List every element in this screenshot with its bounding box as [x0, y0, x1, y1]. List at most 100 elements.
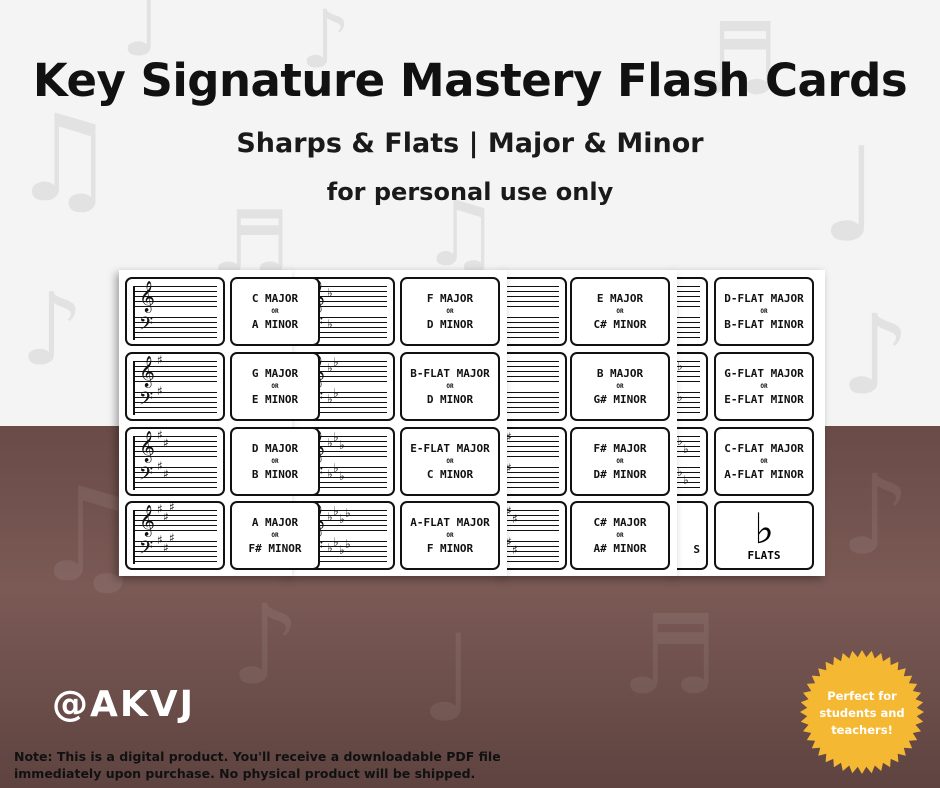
staff-line	[133, 306, 217, 307]
music-note-icon: ♩	[420, 610, 477, 749]
staff-line	[133, 436, 217, 437]
major-key-label: G-FLAT MAJOR	[724, 367, 804, 380]
or-connector: OR	[271, 308, 279, 315]
major-key-label: F# MAJOR	[593, 442, 647, 455]
staff-line	[303, 407, 387, 408]
staff-line	[303, 487, 387, 488]
minor-key-label: C# MINOR	[593, 318, 647, 331]
music-note-icon: ♪	[300, 0, 352, 86]
sharp-icon: ♯	[512, 512, 518, 526]
brand-handle: @AKVJ	[52, 684, 196, 725]
major-key-label: D MAJOR	[251, 442, 299, 455]
flat-icon: ♭	[327, 361, 333, 375]
staff-line	[133, 327, 217, 328]
music-note-icon: ♪	[840, 291, 911, 419]
staff-line	[133, 376, 217, 377]
treble-clef-icon: 𝄞	[139, 505, 155, 536]
or-connector: OR	[616, 383, 624, 390]
flat-icon: ♭	[327, 541, 333, 555]
flat-icon: ♭	[327, 392, 333, 406]
or-connector: OR	[271, 458, 279, 465]
flat-icon: ♭	[327, 467, 333, 481]
music-note-icon: ♩	[820, 119, 882, 271]
sharp-icon: ♯	[163, 436, 169, 450]
minor-key-label: F# MINOR	[248, 542, 302, 555]
staff-line	[133, 317, 217, 318]
music-note-icon: ♪	[230, 581, 301, 709]
staff-line	[133, 472, 217, 473]
staff-line	[133, 296, 217, 297]
staff-line	[303, 322, 387, 323]
flat-icon: ♭	[327, 510, 333, 524]
partial-card-label: S	[693, 543, 700, 556]
flat-icon: ♭	[327, 436, 333, 450]
staff-line	[133, 397, 217, 398]
treble-clef-icon: 𝄞	[139, 281, 155, 312]
bass-clef-icon: 𝄢	[139, 464, 154, 489]
staff-line	[303, 286, 387, 287]
staff-line	[133, 291, 217, 292]
staff-line	[303, 556, 387, 557]
bass-clef-icon: 𝄢	[139, 389, 154, 414]
music-note-icon: ♫	[10, 90, 118, 229]
staff-line	[133, 286, 217, 287]
usage-note: for personal use only	[326, 178, 614, 206]
or-connector: OR	[760, 308, 768, 315]
staff-line	[133, 441, 217, 442]
major-key-label: B MAJOR	[596, 367, 644, 380]
sharp-icon: ♯	[169, 500, 175, 514]
staff-line	[303, 467, 387, 468]
major-key-label: D-FLAT MAJOR	[724, 292, 804, 305]
sharp-icon: ♯	[157, 353, 163, 367]
staff-line	[133, 446, 217, 447]
staff-line	[303, 472, 387, 473]
flat-icon: ♭	[333, 461, 339, 475]
staff-line	[303, 291, 387, 292]
treble-clef-icon: 𝄞	[139, 431, 155, 462]
sharp-icon: ♯	[512, 543, 518, 557]
sharp-icon: ♯	[506, 461, 512, 475]
staff-line	[133, 546, 217, 547]
sharp-icon: ♯	[157, 502, 163, 516]
flat-icon: ♭	[333, 430, 339, 444]
or-connector: OR	[446, 308, 454, 315]
minor-key-label: G# MINOR	[593, 393, 647, 406]
staff-line	[303, 397, 387, 398]
staff-line	[303, 332, 387, 333]
staff-line	[133, 402, 217, 403]
flat-icon: ♭	[339, 543, 345, 557]
staff-line	[133, 556, 217, 557]
sharp-icon: ♯	[157, 384, 163, 398]
staff-line	[133, 541, 217, 542]
major-key-label: A-FLAT MAJOR	[410, 516, 490, 529]
sharp-icon: ♯	[157, 459, 163, 473]
bass-clef-icon: 𝄢	[139, 314, 154, 339]
music-note-icon: ♫	[420, 182, 501, 287]
staff-line	[303, 392, 387, 393]
or-connector: OR	[616, 458, 624, 465]
treble-staff: 𝄞♯♯	[133, 428, 217, 462]
minor-key-label: D MINOR	[426, 318, 474, 331]
sharp-icon: ♯	[506, 430, 512, 444]
major-key-label: A MAJOR	[251, 516, 299, 529]
staff-line	[133, 361, 217, 362]
staff-line	[303, 376, 387, 377]
staff-line	[133, 520, 217, 521]
badge-text: Perfect for students and teachers!	[819, 689, 905, 737]
or-connector: OR	[616, 308, 624, 315]
major-key-label: C-FLAT MAJOR	[724, 442, 804, 455]
staff-line	[303, 520, 387, 521]
sharp-icon: ♯	[157, 533, 163, 547]
staff-line	[133, 456, 217, 457]
staff-line	[303, 412, 387, 413]
staff-line	[133, 371, 217, 372]
sharp-icon: ♯	[506, 535, 512, 549]
